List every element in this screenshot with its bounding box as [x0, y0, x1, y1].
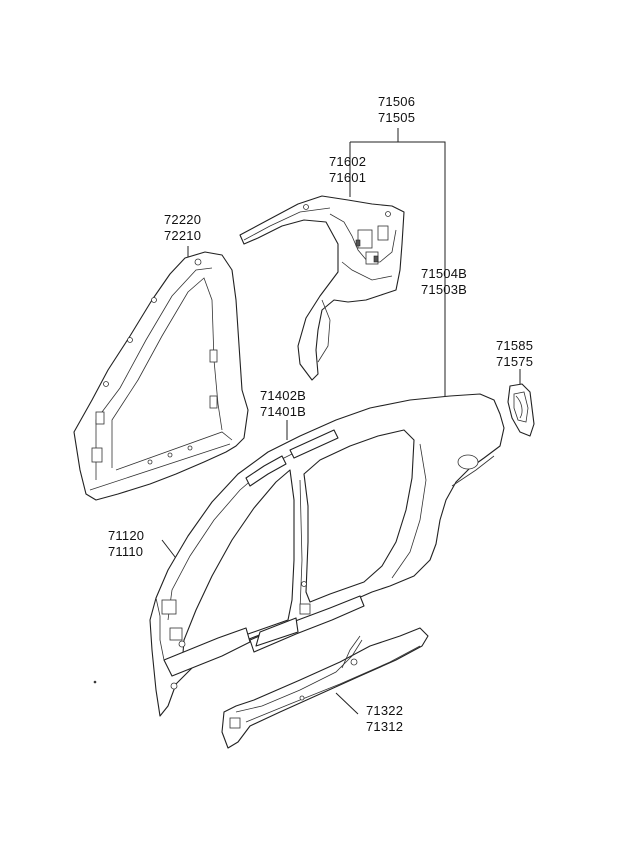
part-number: 71506: [378, 94, 416, 109]
label-71585-71575: 71585 71575: [496, 338, 533, 370]
part-number: 71585: [496, 338, 534, 353]
part-number: 71503B: [421, 282, 468, 297]
part-fuel-filler-housing: [507, 383, 535, 437]
label-71504B-71503B: 71504B 71503B: [421, 266, 467, 298]
part-number: 71601: [329, 170, 367, 185]
label-72220-72210: 72220 72210: [164, 212, 201, 244]
part-number: 72220: [164, 212, 202, 227]
part-side-outer-panel: [149, 393, 505, 717]
leader-lines: [161, 128, 521, 715]
part-number: 71401B: [260, 404, 307, 419]
part-rear-inner-panel: [239, 195, 405, 381]
part-number: 71504B: [421, 266, 468, 281]
label-71322-71312: 71322 71312: [366, 703, 403, 735]
part-number: 71402B: [260, 388, 307, 403]
part-number: 72210: [164, 228, 202, 243]
part-number: 71120: [108, 528, 145, 543]
part-roof-rail-strips: [245, 429, 339, 487]
leader-71506: [350, 141, 446, 400]
part-number: 71312: [366, 719, 404, 734]
part-number: 71322: [366, 703, 404, 718]
part-front-pillar-inner: [73, 251, 249, 501]
label-71402B-71401B: 71402B 71401B: [260, 388, 306, 420]
label-71506-71505: 71506 71505: [378, 94, 415, 126]
part-sill-panel: [221, 627, 429, 749]
part-number: 71110: [108, 544, 144, 559]
marker-dot: [93, 680, 97, 684]
label-71602-71601: 71602 71601: [329, 154, 366, 186]
leader-71322: [335, 692, 359, 715]
part-number: 71602: [329, 154, 367, 169]
label-71120-71110: 71120 71110: [108, 528, 144, 560]
part-number: 71575: [496, 354, 534, 369]
part-number: 71505: [378, 110, 416, 125]
